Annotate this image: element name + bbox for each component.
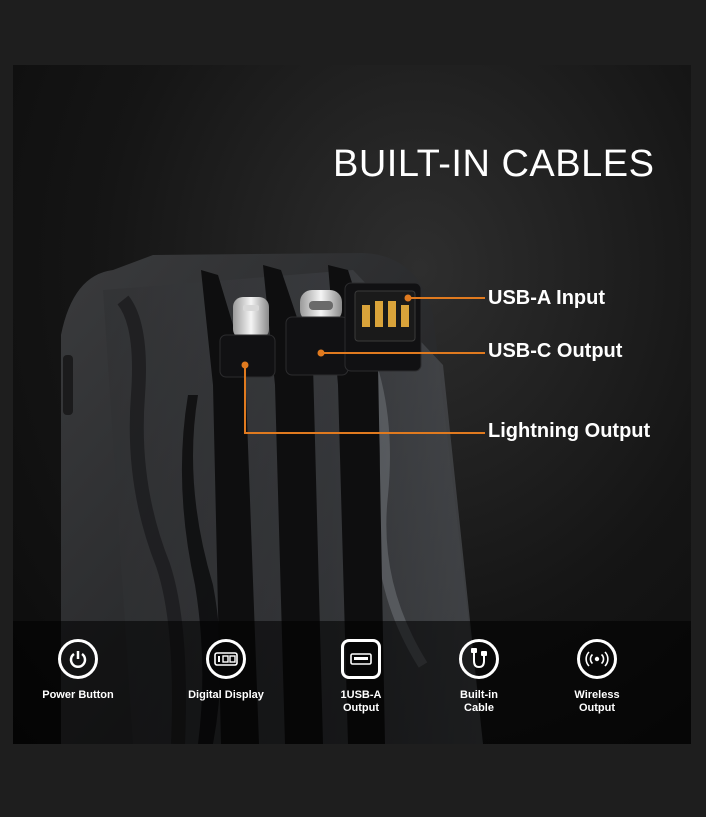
lightning-connector — [219, 297, 276, 378]
callout-usb-c-output: USB-C Output — [488, 340, 623, 362]
usb-a-connector — [344, 282, 422, 372]
headline: BUILT-IN CABLES — [333, 143, 655, 185]
feature-power-button: Power Button — [23, 639, 133, 702]
usb-c-connector — [285, 290, 349, 376]
feature-built-in-cable: Built-in Cable — [424, 639, 534, 715]
callout-lines — [241, 294, 485, 434]
feature-label: Power Button — [42, 689, 114, 701]
feature-label: Built-in Cable — [460, 689, 498, 714]
feature-digital-display: Digital Display — [171, 639, 281, 702]
product-photo: BUILT-IN CABLES USB-A Input USB-C Output… — [13, 65, 691, 744]
feature-label: Digital Display — [188, 689, 264, 701]
feature-usb-a-output: 1USB-A Output — [306, 639, 416, 715]
cable-icon — [459, 639, 499, 679]
digital-display-icon — [206, 639, 246, 679]
feature-label: 1USB-A Output — [340, 689, 382, 714]
power-icon — [58, 639, 98, 679]
usb-a-port-icon — [341, 639, 381, 679]
callout-lightning-output: Lightning Output — [488, 420, 651, 442]
feature-label: Wireless Output — [574, 689, 620, 714]
feature-wireless-output: Wireless Output — [542, 639, 652, 715]
wireless-icon — [577, 639, 617, 679]
callout-usb-a-input: USB-A Input — [488, 287, 606, 309]
feature-bar: Power Button Digital Display 1USB-A Outp… — [13, 621, 691, 744]
